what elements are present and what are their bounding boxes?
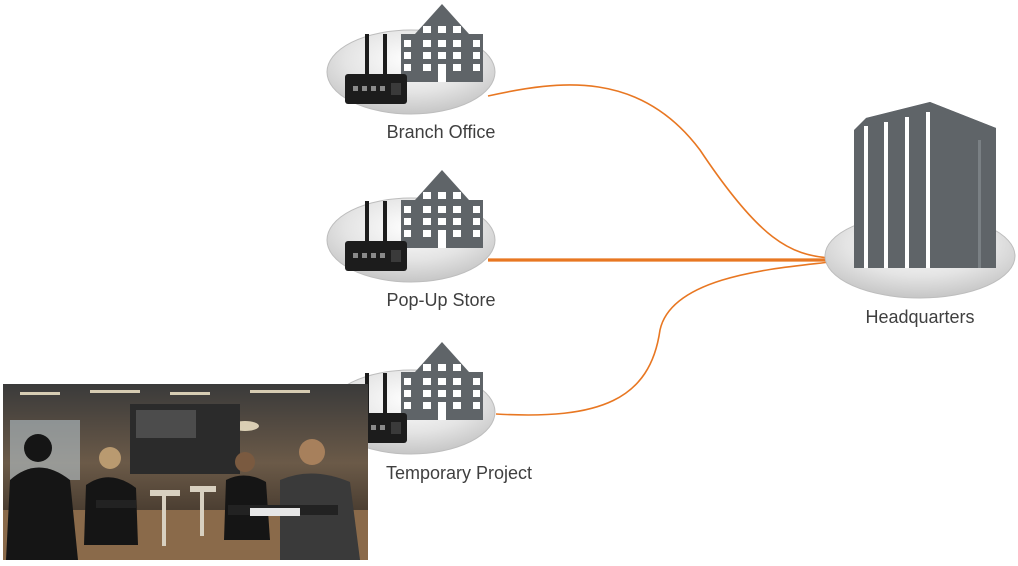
node-branch-office bbox=[326, 4, 496, 115]
node-popup-store bbox=[326, 170, 496, 283]
skyscraper-icon bbox=[854, 102, 996, 268]
building-icon bbox=[401, 4, 483, 82]
building-icon bbox=[401, 342, 483, 420]
headquarters-label: Headquarters bbox=[865, 307, 975, 327]
branch-office-label: Branch Office bbox=[386, 122, 496, 142]
building-icon bbox=[401, 170, 483, 248]
node-headquarters bbox=[824, 102, 1016, 299]
temporary-project-label: Temporary Project bbox=[385, 463, 533, 483]
event-photo bbox=[3, 384, 368, 560]
link-temp-hq bbox=[495, 261, 831, 416]
link-branch-hq bbox=[487, 84, 831, 259]
popup-store-label: Pop-Up Store bbox=[386, 290, 496, 310]
